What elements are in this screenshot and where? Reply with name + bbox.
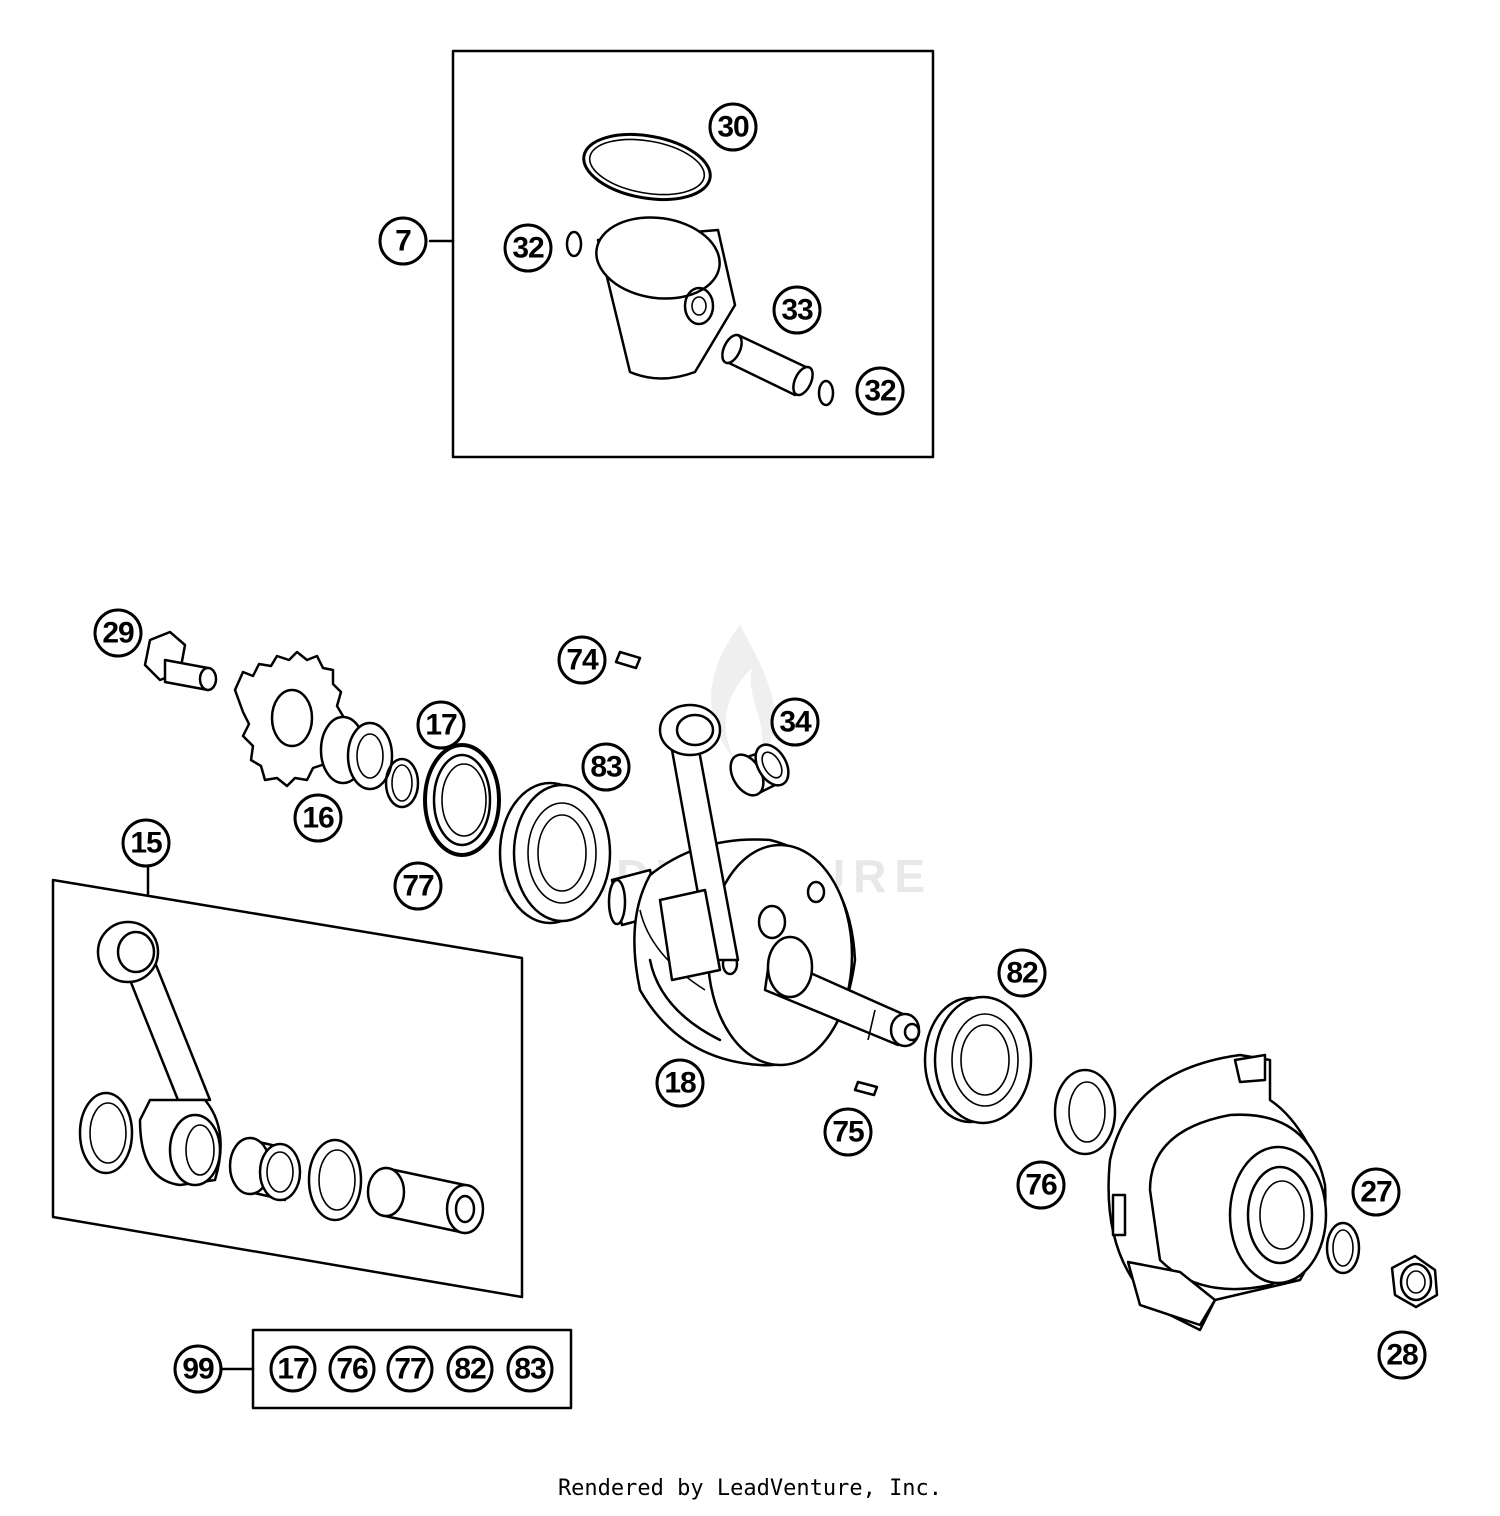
callout-30-label: 30	[717, 111, 749, 144]
callout-99[interactable]: 99	[173, 1344, 223, 1394]
kit-thrust-washer-right	[307, 1138, 363, 1222]
callout-34[interactable]: 34	[770, 697, 820, 747]
set-item-83-label: 83	[514, 1353, 546, 1386]
callout-7[interactable]: 7	[378, 216, 428, 266]
set-item-77-label: 77	[394, 1353, 426, 1386]
conrod-kit-box	[51, 866, 524, 1299]
callout-18-label: 18	[664, 1067, 696, 1100]
woodruff-key-top	[614, 650, 642, 670]
callout-77[interactable]: 77	[393, 861, 443, 911]
callout-83[interactable]: 83	[581, 742, 631, 792]
piston-pin	[721, 333, 814, 397]
callout-75-label: 75	[832, 1116, 864, 1149]
circlip-right	[817, 379, 835, 407]
callout-29[interactable]: 29	[93, 608, 143, 658]
callout-30[interactable]: 30	[708, 102, 758, 152]
callout-32-right[interactable]: 32	[855, 366, 905, 416]
set-item-76[interactable]: 76	[328, 1345, 376, 1393]
set-item-83[interactable]: 83	[506, 1345, 554, 1393]
callout-15-label: 15	[130, 827, 162, 860]
callout-74-label: 74	[566, 644, 599, 677]
kit-crank-pin	[366, 1166, 485, 1235]
woodruff-key-bottom	[853, 1080, 879, 1097]
callout-82[interactable]: 82	[997, 948, 1047, 998]
callout-28[interactable]: 28	[1377, 1330, 1427, 1380]
piston	[595, 216, 737, 380]
callout-16-label: 16	[302, 802, 334, 835]
callout-76-label: 76	[1025, 1169, 1057, 1202]
piston-ring	[582, 133, 712, 201]
shim	[1053, 1068, 1117, 1156]
callout-34-label: 34	[779, 706, 812, 739]
piston-kit-box	[428, 49, 935, 459]
callout-82-label: 82	[1006, 957, 1038, 990]
connecting-rod	[658, 703, 740, 982]
o-ring	[384, 757, 420, 809]
washer	[1325, 1221, 1361, 1275]
callout-16[interactable]: 16	[293, 793, 343, 843]
callout-7-label: 7	[395, 225, 411, 258]
callout-32-left-label: 32	[512, 232, 544, 265]
kit-connecting-rod	[96, 920, 222, 1187]
circlip-left	[565, 230, 583, 258]
callout-33[interactable]: 33	[772, 285, 822, 335]
set-item-82-label: 82	[454, 1353, 486, 1386]
callout-32-left[interactable]: 32	[503, 223, 553, 273]
kit-needle-bearing	[228, 1136, 302, 1202]
callout-75[interactable]: 75	[823, 1107, 873, 1157]
bearing-seal-set-box	[220, 1328, 573, 1410]
callout-83-label: 83	[590, 751, 622, 784]
callout-28-label: 28	[1386, 1339, 1418, 1372]
set-item-82[interactable]: 82	[446, 1345, 494, 1393]
callout-29-label: 29	[102, 617, 134, 650]
main-bearing-left	[498, 781, 612, 925]
callout-33-label: 33	[781, 294, 813, 327]
callout-32-right-label: 32	[864, 375, 896, 408]
callout-99-label: 99	[182, 1353, 214, 1386]
shaft-seal	[423, 743, 501, 857]
callout-76[interactable]: 76	[1016, 1160, 1066, 1210]
bolt	[143, 630, 218, 692]
callout-27-label: 27	[1360, 1176, 1392, 1209]
callout-15[interactable]: 15	[121, 818, 171, 868]
set-item-17[interactable]: 17	[269, 1345, 317, 1393]
crank-bearing	[729, 743, 790, 797]
set-item-17-label: 17	[277, 1353, 309, 1386]
bushing	[319, 715, 394, 791]
footer-credit: Rendered by LeadVenture, Inc.	[557, 1476, 943, 1501]
callout-77-label: 77	[402, 870, 434, 903]
main-bearing-right	[923, 995, 1033, 1125]
crankcase-half	[1107, 1053, 1328, 1332]
callout-17[interactable]: 17	[416, 700, 466, 750]
callout-18[interactable]: 18	[655, 1058, 705, 1108]
set-item-77[interactable]: 77	[386, 1345, 434, 1393]
set-item-76-label: 76	[336, 1353, 368, 1386]
nut	[1390, 1254, 1439, 1309]
callout-74[interactable]: 74	[557, 635, 607, 685]
kit-thrust-washer-left	[78, 1091, 134, 1175]
callout-17-label: 17	[425, 709, 457, 742]
callout-27[interactable]: 27	[1351, 1167, 1401, 1217]
